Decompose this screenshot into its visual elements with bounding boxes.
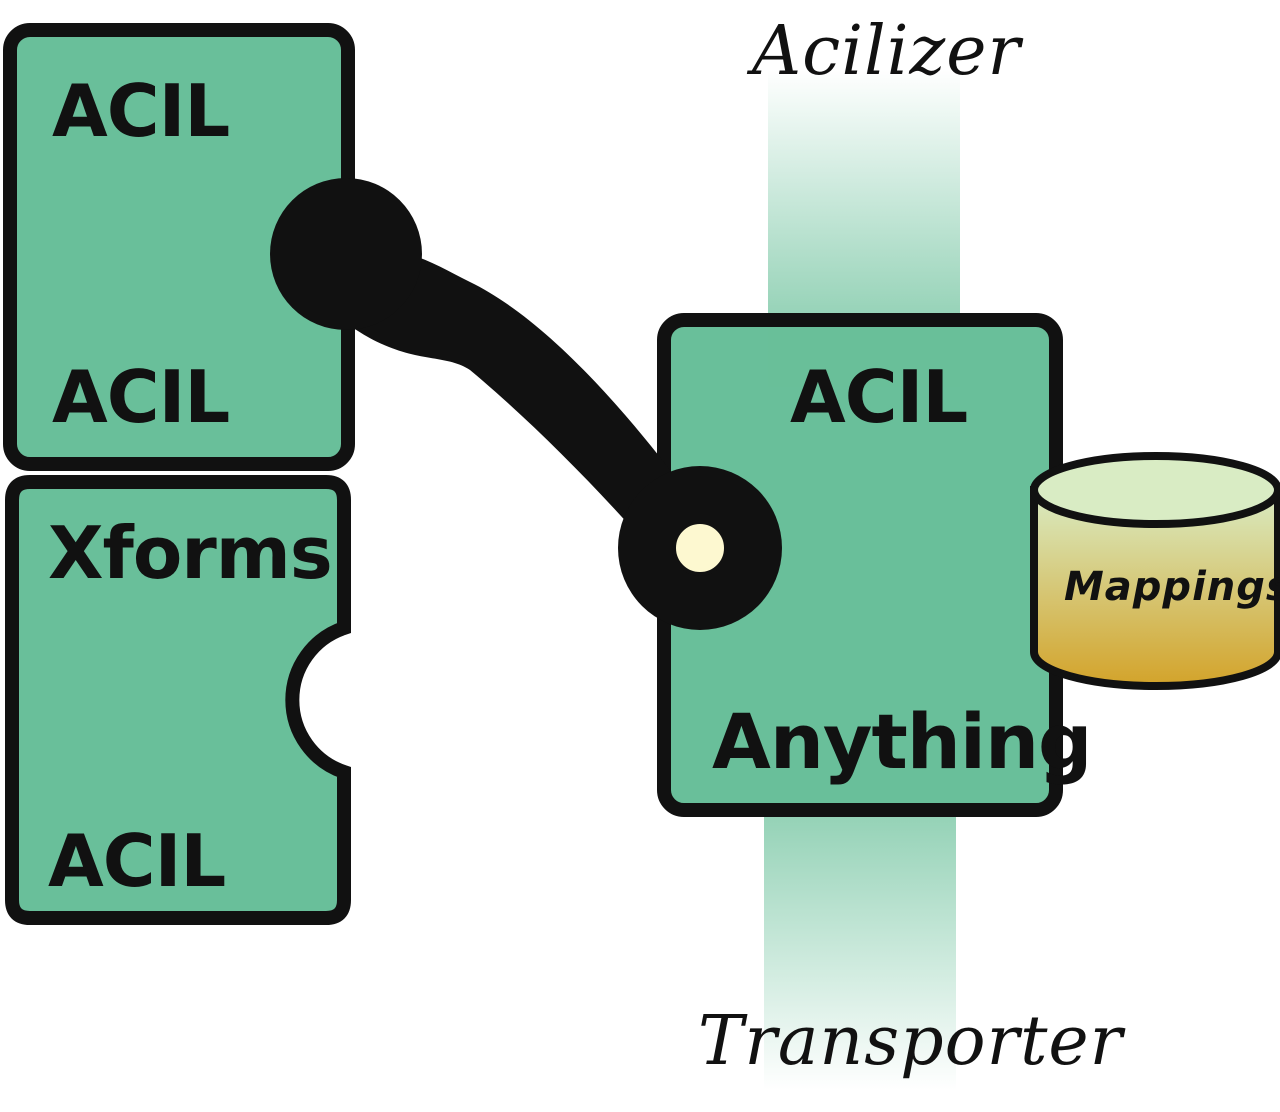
top-left-block: ACIL ACIL [3, 23, 355, 471]
cylinder-label: Mappings [1064, 564, 1280, 610]
bottom-left-block: Xforms ACIL [5, 475, 351, 925]
top-left-block-bottom-label: ACIL [52, 355, 229, 439]
link-arm-icon [270, 178, 782, 630]
bottom-left-block-top-label: Xforms [48, 511, 332, 595]
bottom-left-block-bottom-label: ACIL [48, 819, 225, 903]
stream-top-label: Acilizer [746, 12, 1024, 91]
database-cylinder-icon: Mappings [1030, 452, 1280, 690]
connector-ball [270, 178, 422, 330]
stream-through-block [768, 327, 960, 387]
stream-bottom-label: Transporter [698, 1002, 1126, 1081]
cylinder-top [1030, 452, 1280, 528]
connector-pin [672, 520, 728, 576]
connector-arm [330, 247, 700, 560]
right-block-bottom-label: Anything [712, 697, 1091, 786]
top-left-block-top-label: ACIL [52, 69, 229, 153]
right-block: ACIL Anything [657, 313, 1092, 817]
right-block-top-label: ACIL [790, 355, 967, 439]
